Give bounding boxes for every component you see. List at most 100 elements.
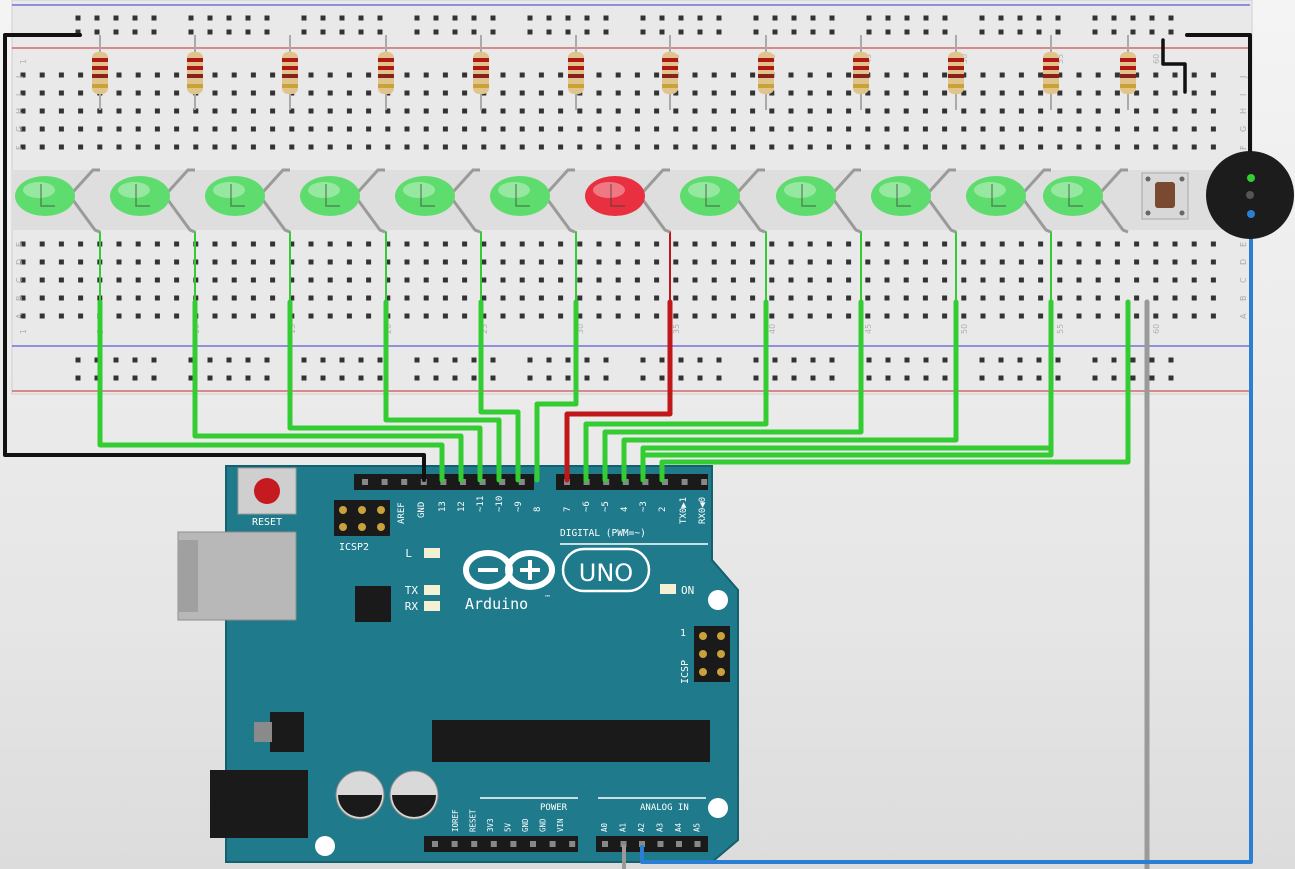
breadboard-hole	[1134, 108, 1140, 114]
breadboard-hole	[634, 277, 640, 283]
rail-hole	[377, 375, 383, 381]
rail-hole	[471, 375, 477, 381]
row-letter: A	[1239, 313, 1248, 319]
breadboard-hole	[135, 72, 141, 78]
breadboard-hole	[462, 108, 468, 114]
breadboard-hole	[423, 72, 429, 78]
breadboard-hole	[212, 313, 218, 319]
breadboard-hole	[327, 72, 333, 78]
breadboard-hole	[596, 313, 602, 319]
rail-hole	[923, 15, 929, 21]
breadboard-hole	[942, 241, 948, 247]
breadboard-hole	[1095, 126, 1101, 132]
breadboard-hole	[1114, 277, 1120, 283]
breadboard-hole	[826, 108, 832, 114]
breadboard-hole	[942, 108, 948, 114]
breadboard-hole	[462, 259, 468, 265]
breadboard-hole	[634, 126, 640, 132]
breadboard-hole	[999, 72, 1005, 78]
breadboard-hole	[385, 144, 391, 150]
breadboard-hole	[231, 126, 237, 132]
breadboard-hole	[39, 295, 45, 301]
breadboard-hole	[538, 90, 544, 96]
breadboard-hole	[615, 241, 621, 247]
breadboard-hole	[58, 241, 64, 247]
breadboard-hole	[634, 259, 640, 265]
breadboard-hole	[1191, 72, 1197, 78]
reset-button-cap[interactable]	[254, 478, 280, 504]
digital-pin-label: 7	[563, 507, 573, 512]
breadboard-hole	[999, 108, 1005, 114]
breadboard-hole	[711, 241, 717, 247]
breadboard-hole	[692, 259, 698, 265]
breadboard-hole	[846, 144, 852, 150]
breadboard-hole	[730, 108, 736, 114]
rail-hole	[414, 357, 420, 363]
breadboard-hole	[20, 259, 26, 265]
breadboard-hole	[577, 241, 583, 247]
breadboard-hole	[462, 313, 468, 319]
breadboard-hole	[884, 313, 890, 319]
rail-hole	[245, 375, 251, 381]
rail-hole	[603, 357, 609, 363]
breadboard-hole	[366, 72, 372, 78]
rail-hole	[1130, 375, 1136, 381]
breadboard-hole	[1057, 90, 1063, 96]
breadboard-hole	[577, 144, 583, 150]
breadboard-hole	[1057, 72, 1063, 78]
header-pin	[471, 841, 478, 847]
breadboard-hole	[692, 144, 698, 150]
resistor-band	[187, 66, 203, 70]
breadboard-hole	[404, 295, 410, 301]
breadboard-hole	[20, 295, 26, 301]
breadboard-hole	[673, 295, 679, 301]
breadboard-hole	[826, 295, 832, 301]
breadboard-hole	[135, 313, 141, 319]
breadboard-hole	[577, 108, 583, 114]
rail-hole	[339, 15, 345, 21]
rail-hole	[452, 375, 458, 381]
rail-hole	[358, 375, 364, 381]
breadboard-hole	[711, 277, 717, 283]
breadboard-hole	[154, 277, 160, 283]
breadboard-hole	[807, 126, 813, 132]
header-pin	[401, 479, 408, 485]
breadboard-hole	[942, 72, 948, 78]
breadboard-hole	[1172, 277, 1178, 283]
rail-hole	[923, 375, 929, 381]
breadboard-hole	[1153, 277, 1159, 283]
breadboard-hole	[1038, 126, 1044, 132]
resistor-band	[948, 66, 964, 70]
row-letter: F	[1239, 145, 1248, 150]
rail-hole	[772, 375, 778, 381]
push-button[interactable]	[1141, 172, 1189, 220]
rail-hole	[490, 15, 496, 21]
push-button-cap[interactable]	[1155, 182, 1175, 208]
breadboard-hole	[826, 241, 832, 247]
breadboard-hole	[78, 277, 84, 283]
analog-pin-label: A1	[619, 823, 628, 832]
breadboard-hole	[519, 277, 525, 283]
digital-pin-label: ~5	[601, 501, 611, 512]
resistor-band	[568, 58, 584, 62]
row-letter: B	[15, 296, 24, 302]
breadboard-hole	[270, 144, 276, 150]
rail-hole	[979, 357, 985, 363]
row-letter: E	[1239, 242, 1248, 247]
rail-hole	[546, 375, 552, 381]
analog-pin-label: A4	[674, 822, 683, 832]
rail-hole	[433, 375, 439, 381]
breadboard-hole	[270, 72, 276, 78]
breadboard-hole	[442, 277, 448, 283]
led-green	[776, 168, 862, 234]
breadboard-hole	[1018, 295, 1024, 301]
breadboard-hole	[615, 313, 621, 319]
breadboard-hole	[1095, 313, 1101, 319]
breadboard-hole	[250, 90, 256, 96]
breadboard-hole	[1095, 144, 1101, 150]
breadboard-hole	[558, 277, 564, 283]
header-pin	[420, 479, 427, 485]
breadboard-hole	[846, 295, 852, 301]
header-pin	[676, 841, 682, 847]
breadboard-hole	[1076, 259, 1082, 265]
